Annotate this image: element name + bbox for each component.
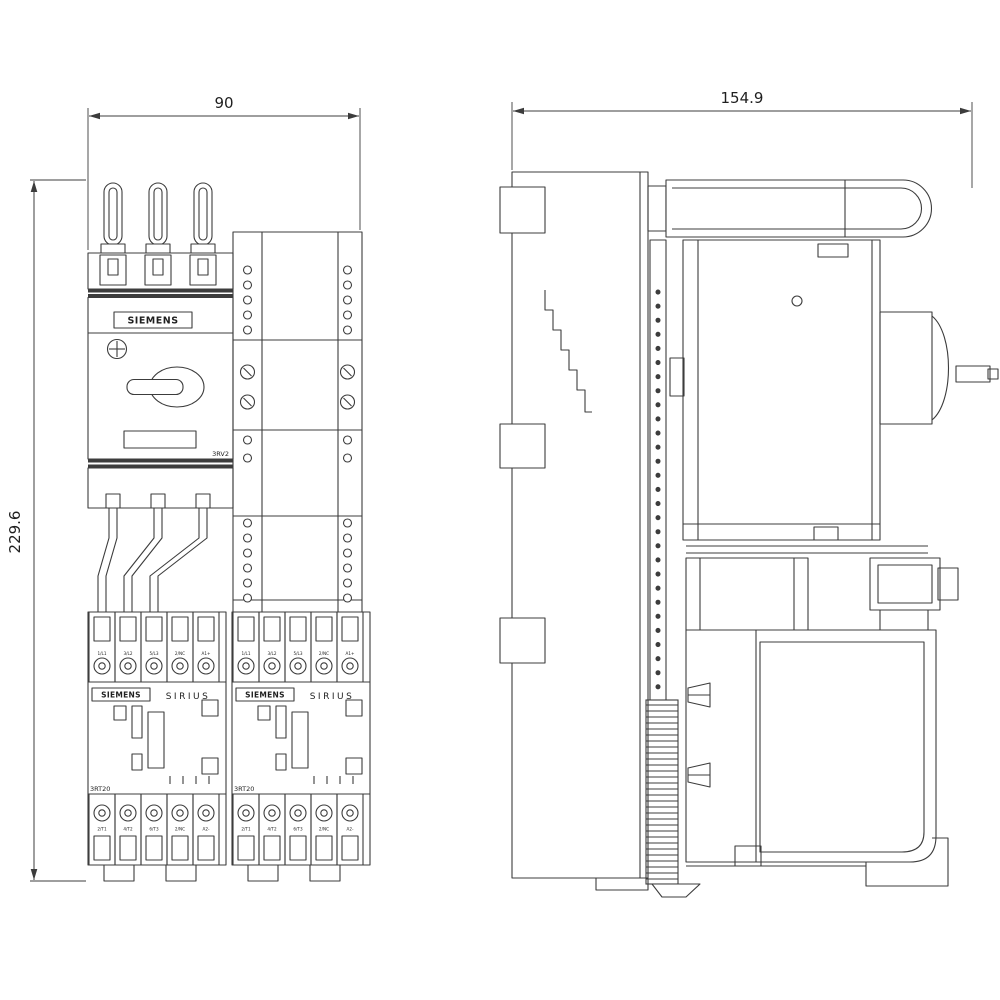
mounting-plate: [499, 171, 649, 891]
contactor-front-left: [87, 611, 227, 882]
adapter-terminal-holes: [242, 265, 353, 335]
contactor-front-right: [231, 611, 371, 882]
bottom-foot: [651, 883, 701, 898]
phillips-screw-icon: [106, 338, 128, 360]
top-bar: [647, 179, 932, 238]
adapter-lower-holes: [242, 518, 353, 603]
vent-hole-strip: [649, 239, 667, 701]
dimension-side-depth: 154.9: [511, 89, 973, 188]
rotary-shaft: [879, 311, 999, 425]
dimension-height: 229.6: [6, 179, 86, 882]
link-adapter-front: [232, 231, 363, 613]
coil-screw-icon: [687, 762, 711, 788]
breaker-side-body: [669, 239, 881, 541]
adapter-side: [685, 545, 959, 631]
dim-height-value: 229.6: [6, 511, 24, 554]
breaker-brand-label: SIEMENS: [127, 316, 178, 327]
breaker-window: [123, 430, 197, 449]
terminal-ribs: [645, 699, 701, 898]
contactor-side-body: [685, 629, 949, 887]
dimension-front-width: 90: [87, 94, 361, 250]
front-view: SIEMENS 3RV2: [87, 182, 371, 882]
adapter-mid-holes: [242, 435, 353, 463]
stepped-notch: [544, 290, 592, 413]
dim-front-width-value: 90: [214, 94, 233, 112]
mounting-hook: [865, 837, 949, 887]
breaker-pins: [100, 182, 216, 254]
dim-side-depth-value: 154.9: [721, 89, 764, 107]
side-view: [499, 171, 999, 898]
phase-links: [97, 508, 208, 612]
coil-screw-icon: [687, 682, 711, 708]
siemens-label-box: [113, 311, 193, 329]
breaker-model-label: 3RV2: [212, 450, 229, 458]
rotary-handle-icon: [126, 366, 205, 408]
breaker-front: SIEMENS 3RV2: [87, 182, 234, 509]
adapter-screws: [239, 364, 356, 410]
